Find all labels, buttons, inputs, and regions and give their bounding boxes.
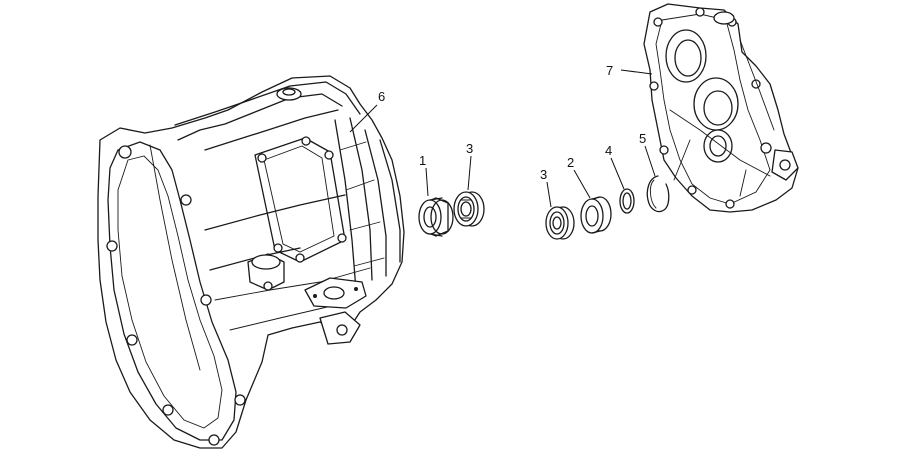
callout-6: 6: [378, 89, 385, 104]
gearbox-housing: [97, 75, 405, 449]
leader-7: [620, 69, 653, 75]
seal-part-1: [418, 197, 454, 237]
leader-1: [425, 167, 429, 197]
callout-5: 5: [639, 131, 646, 146]
leader-2: [573, 169, 591, 199]
rear-cover-plate: [643, 3, 799, 213]
callout-3-upper: 3: [466, 141, 473, 156]
bearing-part-3-upper: [453, 191, 485, 227]
callout-4: 4: [605, 143, 612, 158]
callout-3-lower: 3: [540, 167, 547, 182]
callout-7: 7: [606, 63, 613, 78]
bearing-part-3-lower: [545, 206, 575, 240]
snap-ring-part-4: [619, 188, 635, 214]
seal-part-2: [580, 196, 612, 234]
callout-2: 2: [567, 155, 574, 170]
leader-6: [349, 104, 378, 133]
callout-1: 1: [419, 153, 426, 168]
leader-5: [644, 145, 656, 177]
leader-3a: [467, 155, 472, 191]
leader-4: [610, 157, 625, 190]
callout-leaders: [349, 69, 656, 208]
circlip-part-5: [646, 175, 670, 213]
callout-labels: 1 3 3 2 4 5 6 7: [378, 63, 646, 182]
leader-3b: [546, 181, 552, 208]
